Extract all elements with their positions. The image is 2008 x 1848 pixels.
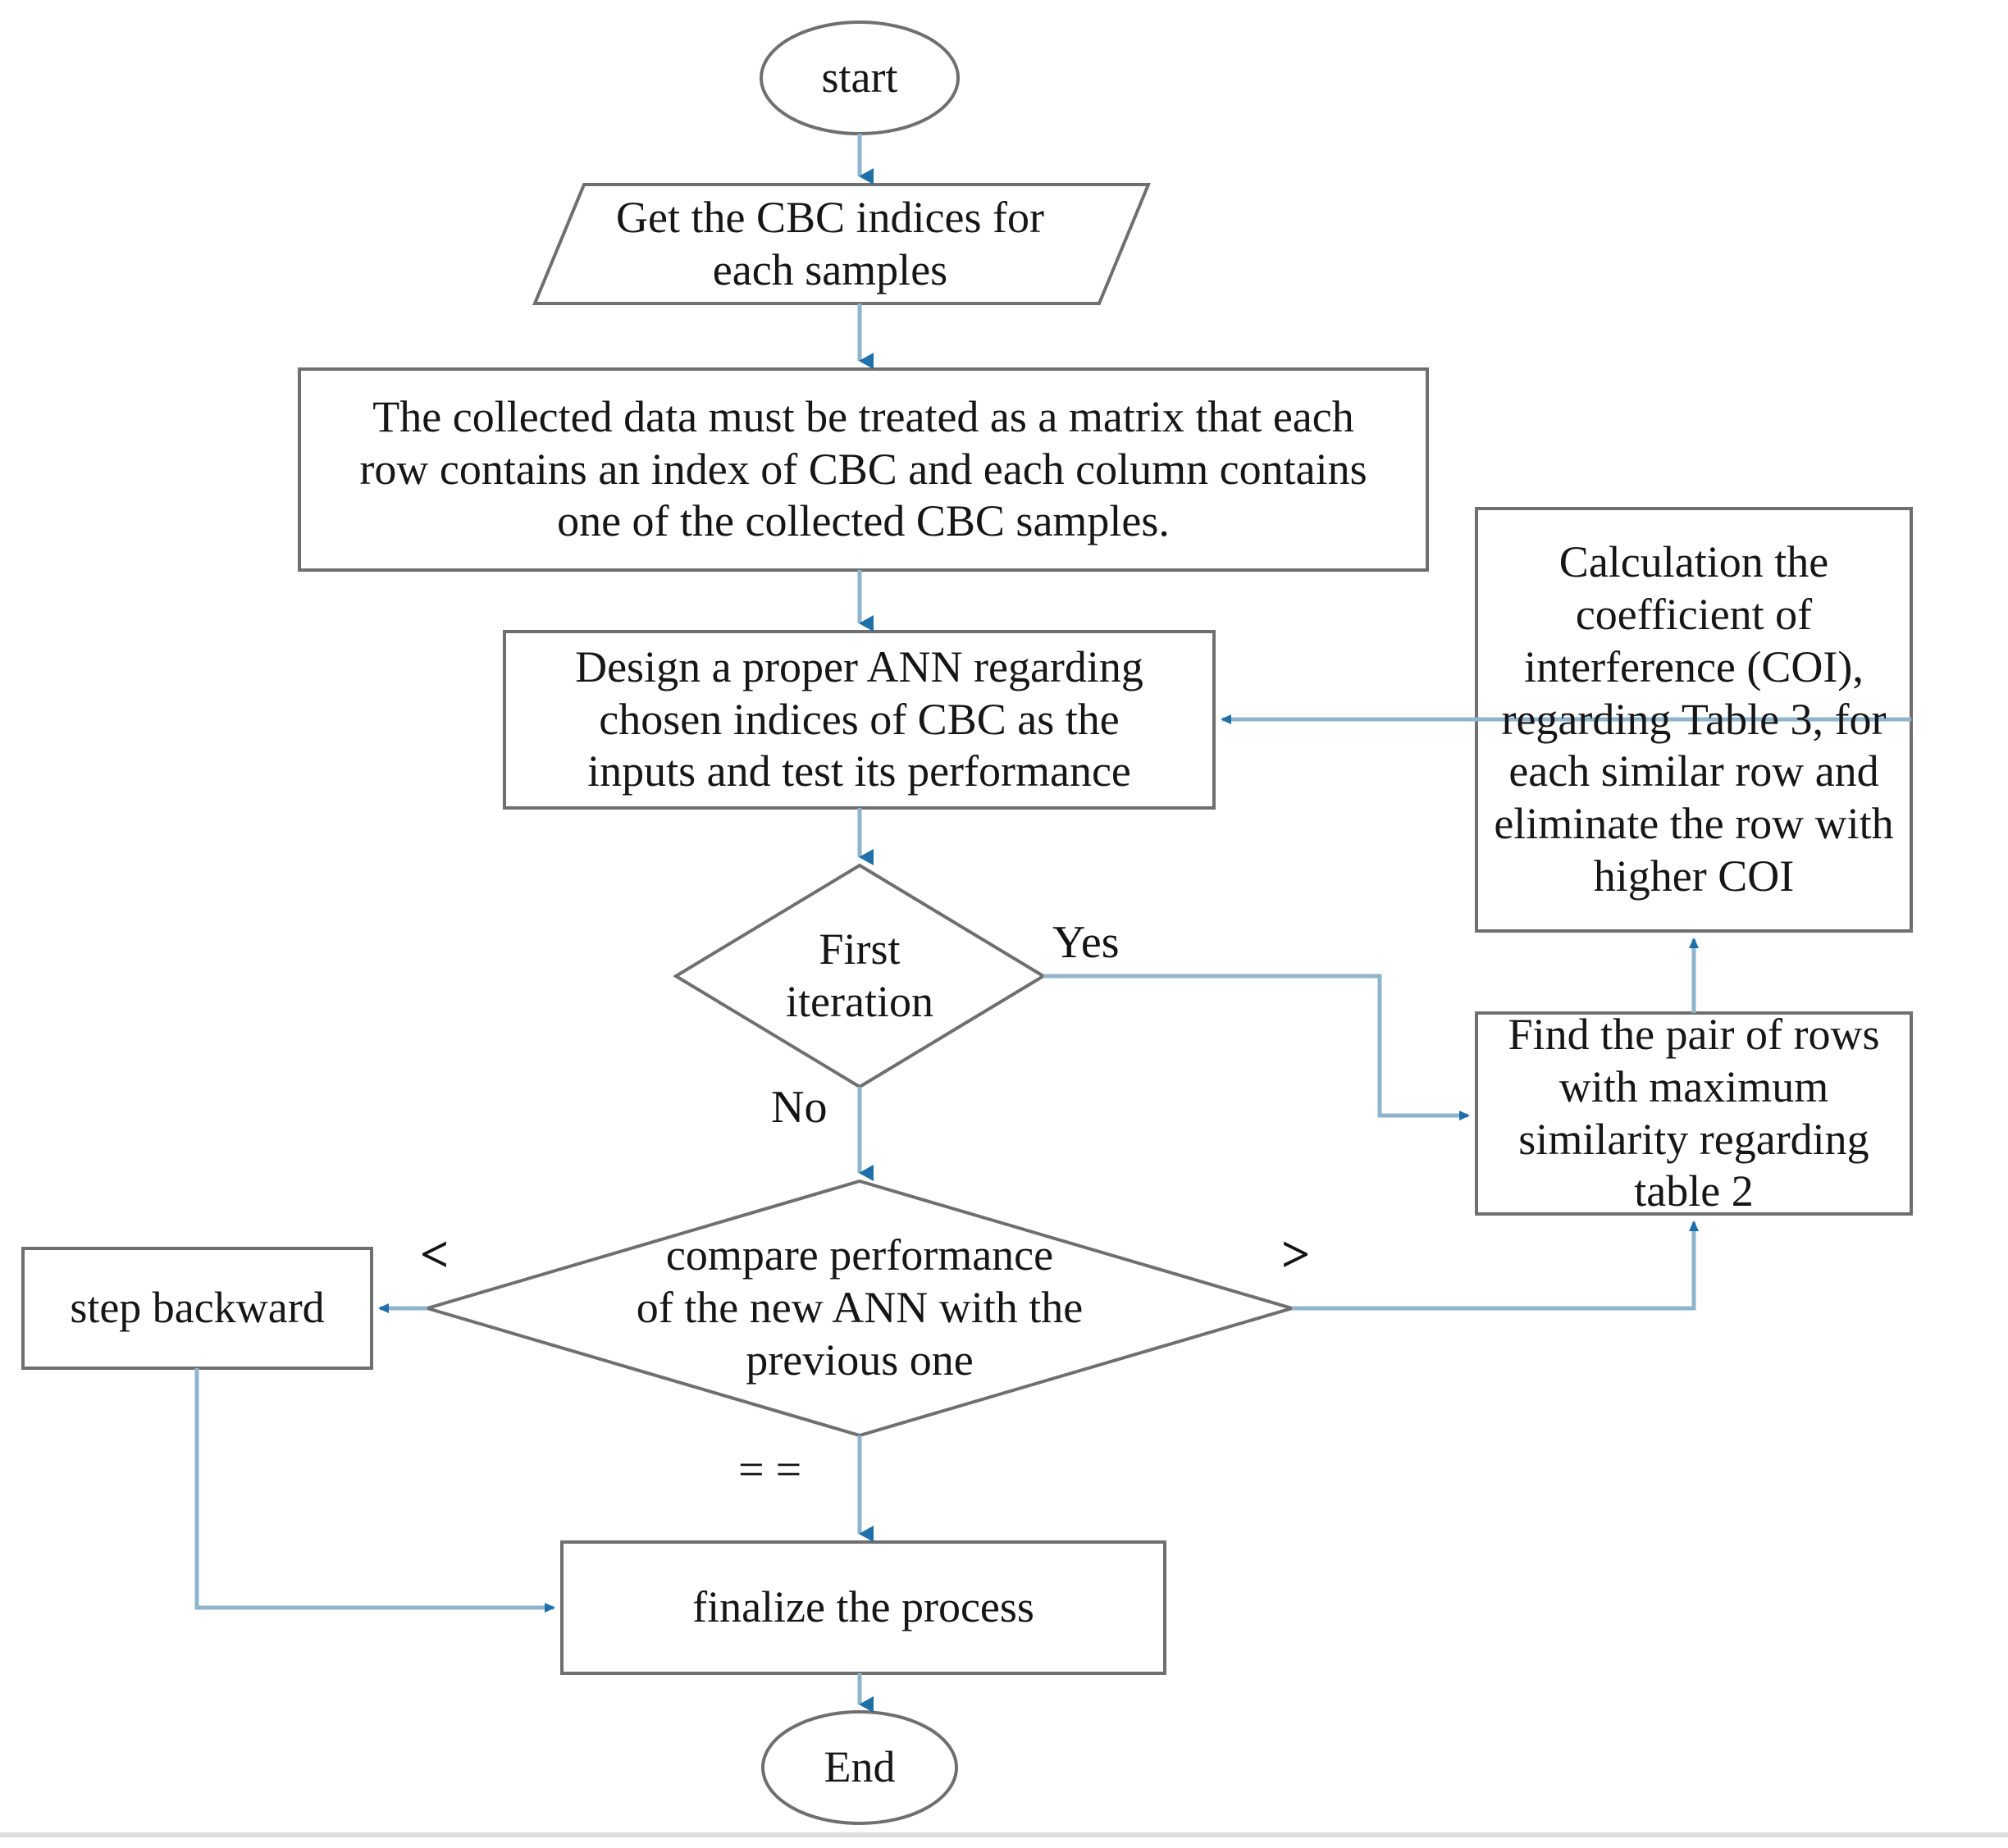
node-end-shape: [761, 1710, 958, 1825]
node-finalize-shape: [560, 1540, 1166, 1675]
edge-greater-than-to-find-pair: [1292, 1221, 1699, 1311]
edge-step-backward-to-finalize: [194, 1368, 555, 1613]
edge-label-greater-than: >: [1281, 1227, 1311, 1283]
node-start-shape: [760, 21, 960, 135]
node-design-ann-shape: [503, 630, 1216, 810]
edge-label-equal: = =: [738, 1444, 802, 1495]
edge-label-less-than: <: [420, 1227, 450, 1283]
node-step-backward-shape: [21, 1247, 373, 1370]
node-first-iteration-shape: [673, 863, 1047, 1089]
node-compare-performance-shape: [421, 1179, 1298, 1438]
node-matrix-shape: [298, 367, 1429, 572]
edge-label-yes: Yes: [1052, 917, 1120, 968]
node-find-pair-shape: [1475, 1011, 1913, 1216]
edge-label-no: No: [771, 1082, 828, 1133]
node-get-cbc-shape: [532, 183, 1151, 305]
edge-yes-to-find-pair: [1043, 974, 1470, 1120]
